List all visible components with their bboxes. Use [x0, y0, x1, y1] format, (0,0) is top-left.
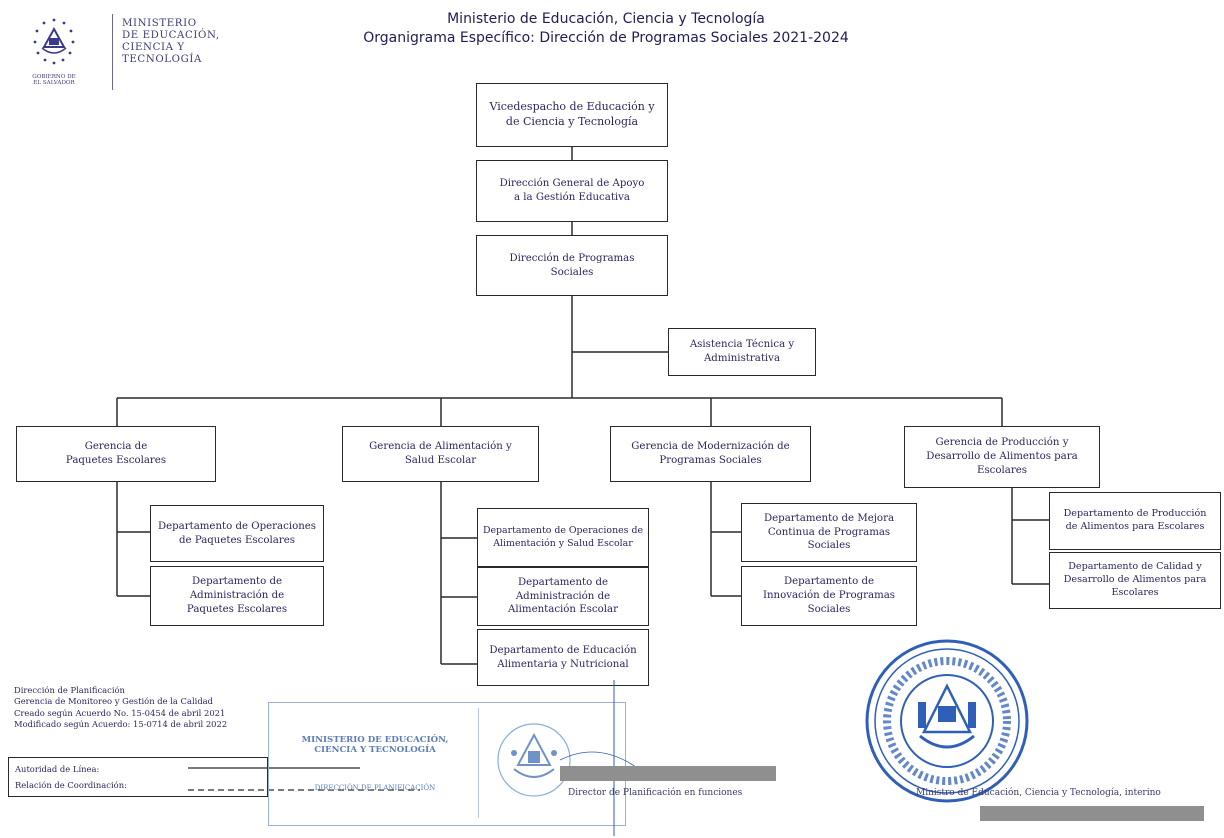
note-line: Creado según Acuerdo No. 15-0454 de abri…	[14, 707, 226, 718]
org-box-gerencia-produccion: Gerencia de Producción y Desarrollo de A…	[904, 426, 1100, 488]
org-box-label: Gerencia de Alimentación y Salud Escolar	[369, 441, 512, 466]
coat-of-arms-icon	[33, 18, 75, 65]
org-box-label: Gerencia de Modernización de Programas S…	[631, 441, 790, 466]
legend-box: Autoridad de Línea: Relación de Coordina…	[8, 757, 268, 797]
legend-coordination-label: Relación de Coordinación:	[15, 780, 127, 790]
stamp-title: MINISTERIO DE EDUCACIÓN, CIENCIA Y TECNO…	[301, 735, 449, 755]
ministry-text-line: CIENCIA Y	[122, 42, 185, 54]
planning-stamp	[268, 702, 626, 826]
title-line-2: Organigrama Específico: Dirección de Pro…	[363, 30, 849, 46]
ministry-text-line: TECNOLOGÍA	[122, 54, 202, 66]
org-box-depto-calidad-alimentos: Departamento de Calidad y Desarrollo de …	[1049, 552, 1221, 609]
org-box-label: Gerencia de Producción y Desarrollo de A…	[926, 437, 1078, 476]
org-box-asistencia: Asistencia Técnica y Administrativa	[668, 328, 816, 376]
org-box-gerencia-modernizacion: Gerencia de Modernización de Programas S…	[610, 426, 811, 482]
redacted-name-left	[560, 766, 776, 781]
note-line: Dirección de Planificación	[14, 685, 125, 695]
org-box-direccion-programas: Dirección de Programas Sociales	[476, 235, 668, 296]
org-box-label: Vicedespacho de Educación y de Ciencia y…	[489, 100, 655, 128]
org-box-depto-produccion-alimentos: Departamento de Producción de Alimentos …	[1049, 492, 1221, 550]
org-box-label: Dirección General de Apoyo a la Gestión …	[499, 178, 645, 203]
stamp-subtitle: DIRECCIÓN DE PLANIFICACIÓN	[314, 784, 436, 792]
org-box-label: Departamento de Educación Alimentaria y …	[489, 644, 637, 670]
stamp-inner-divider	[478, 708, 479, 818]
footer-notes: Dirección de Planificación Gerencia de M…	[14, 685, 227, 730]
ministry-text-line: DE EDUCACIÓN,	[122, 30, 220, 42]
org-box-depto-operaciones-alimentacion: Departamento de Operaciones de Alimentac…	[477, 508, 649, 567]
ministry-seal-icon	[865, 639, 1029, 803]
org-box-depto-innovacion: Departamento de Innovación de Programas …	[741, 566, 917, 626]
document-title: Ministerio de Educación, Ciencia y Tecno…	[306, 11, 906, 46]
ministry-text-line: MINISTERIO	[122, 18, 197, 29]
org-box-gerencia-alimentacion: Gerencia de Alimentación y Salud Escolar	[342, 426, 539, 482]
org-box-depto-administracion-paquetes: Departamento de Administración de Paquet…	[150, 566, 324, 626]
note-line: Gerencia de Monitoreo y Gestión de la Ca…	[14, 696, 214, 707]
org-box-label: Departamento de Producción de Alimentos …	[1063, 508, 1207, 532]
org-box-label: Dirección de Programas Sociales	[509, 252, 635, 278]
org-box-label: Departamento de Administración de Alimen…	[508, 576, 618, 616]
org-box-label: Asistencia Técnica y Administrativa	[689, 339, 795, 364]
org-box-label: Departamento de Operaciones de Paquetes …	[157, 520, 317, 546]
government-logo: GOBIERNO DE EL SALVADOR	[26, 14, 82, 90]
planning-seal-icon	[497, 723, 571, 797]
signer-right-caption: Ministro de Educación, Ciencia y Tecnolo…	[916, 788, 1161, 798]
note-line: Modificado según Acuerdo: 15-0714 de abr…	[14, 719, 228, 730]
org-box-depto-educacion-alimentaria: Departamento de Educación Alimentaria y …	[477, 629, 649, 686]
org-box-depto-mejora-continua: Departamento de Mejora Continua de Progr…	[741, 503, 917, 562]
org-box-vicedespacho: Vicedespacho de Educación y de Ciencia y…	[476, 83, 668, 147]
org-box-depto-administracion-alimentacion: Departamento de Administración de Alimen…	[477, 567, 649, 626]
ministry-logo-text: MINISTERIO DE EDUCACIÓN, CIENCIA Y TECNO…	[122, 18, 220, 66]
legend-authority-label: Autoridad de Línea:	[15, 764, 100, 774]
org-box-direccion-general: Dirección General de Apoyo a la Gestión …	[476, 160, 668, 222]
gov-text-line: EL SALVADOR	[33, 80, 75, 87]
org-box-label: Departamento de Calidad y Desarrollo de …	[1063, 561, 1207, 598]
org-box-gerencia-paquetes: Gerencia de Paquetes Escolares	[16, 426, 216, 482]
org-box-label: Departamento de Administración de Paquet…	[186, 576, 288, 615]
org-box-label: Departamento de Innovación de Programas …	[762, 576, 896, 615]
logo-divider	[112, 14, 113, 90]
org-box-label: Departamento de Operaciones de Alimentac…	[482, 524, 644, 549]
org-box-label: Departamento de Mejora Continua de Progr…	[763, 512, 895, 552]
redacted-name-right	[980, 806, 1204, 821]
org-box-label: Gerencia de Paquetes Escolares	[65, 441, 167, 466]
title-line-1: Ministerio de Educación, Ciencia y Tecno…	[447, 11, 765, 27]
signer-left-caption: Director de Planificación en funciones	[568, 788, 743, 798]
gov-text-line: GOBIERNO DE	[32, 74, 76, 80]
org-box-depto-operaciones-paquetes: Departamento de Operaciones de Paquetes …	[150, 505, 324, 562]
